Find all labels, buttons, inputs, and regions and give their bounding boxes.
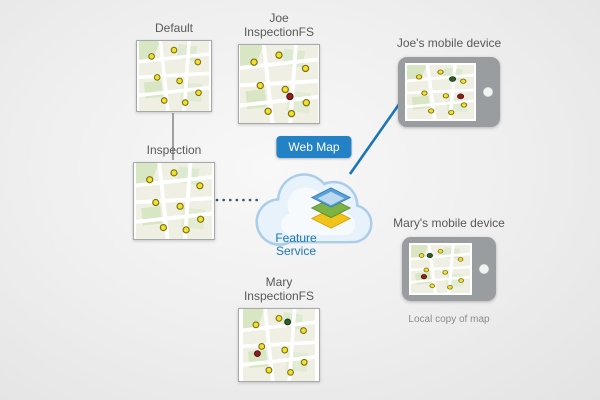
web-map-badge: Web Map	[276, 136, 352, 158]
mary-fs-map-node: Mary InspectionFS	[238, 275, 320, 382]
tablet-icon	[398, 57, 500, 127]
home-button-icon	[479, 264, 489, 274]
default-map-label: Default	[154, 21, 194, 35]
mary-device-node: Mary's mobile device Local copy of map	[392, 216, 506, 325]
mary-fs-map-label: Mary InspectionFS	[243, 275, 315, 303]
inspection-map-thumbnail	[133, 162, 215, 240]
cloud-icon	[255, 173, 373, 246]
mary-fs-map-thumbnail	[238, 308, 320, 382]
feature-service-cloud-group: Web Map Feature Service	[248, 136, 380, 268]
inspection-map-label: Inspection	[146, 143, 202, 157]
joe-fs-map-thumbnail	[238, 44, 320, 124]
joe-fs-map-node: Joe InspectionFS	[238, 11, 320, 124]
mary-device-label: Mary's mobile device	[393, 216, 505, 230]
joe-fs-map-label: Joe InspectionFS	[243, 11, 315, 39]
home-button-icon	[483, 87, 493, 97]
default-map-node: Default	[136, 21, 212, 112]
local-copy-caption: Local copy of map	[408, 314, 490, 325]
feature-service-label: Feature Service	[275, 231, 317, 258]
joe-device-map	[405, 63, 476, 121]
default-map-thumbnail	[136, 40, 212, 112]
inspection-map-node: Inspection	[133, 143, 215, 240]
tablet-icon	[402, 237, 496, 301]
joe-device-label: Joe's mobile device	[396, 36, 502, 50]
layers-icon	[310, 187, 352, 229]
mary-device-map	[409, 243, 472, 295]
joe-device-node: Joe's mobile device	[392, 36, 506, 127]
